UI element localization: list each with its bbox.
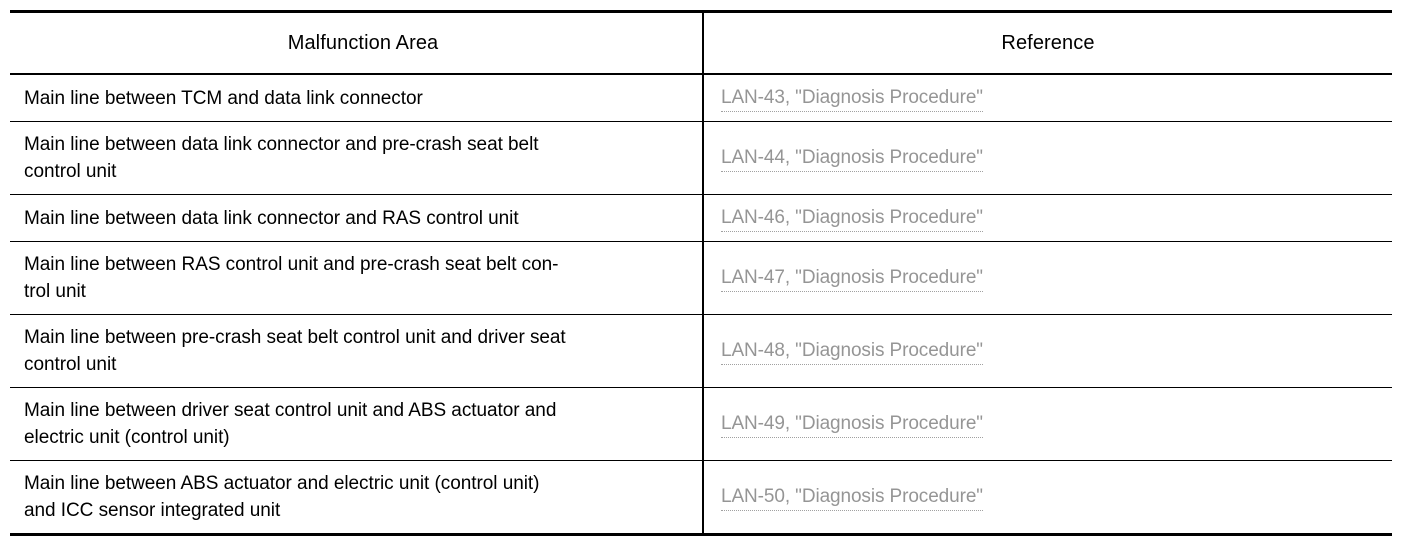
malfunction-area-text: Main line between data link connector an… <box>24 134 539 182</box>
malfunction-area-text: Main line between pre-crash seat belt co… <box>24 327 566 375</box>
malfunction-area-text: Main line between TCM and data link conn… <box>24 87 423 109</box>
malfunction-area-table-wrapper: Malfunction Area Reference Main line bet… <box>10 10 1392 536</box>
cell-malfunction-area: Main line between data link connector an… <box>10 121 704 195</box>
table-row: Main line between TCM and data link conn… <box>10 74 1392 122</box>
reference-link[interactable]: LAN-48, "Diagnosis Procedure" <box>721 339 983 365</box>
reference-link[interactable]: LAN-49, "Diagnosis Procedure" <box>721 412 983 438</box>
column-header-reference-label: Reference <box>1001 32 1095 54</box>
table-row: Main line between RAS control unit and p… <box>10 241 1392 315</box>
reference-link[interactable]: LAN-43, "Diagnosis Procedure" <box>721 86 983 112</box>
cell-malfunction-area: Main line between ABS actuator and elect… <box>10 460 704 536</box>
malfunction-area-text: Main line between driver seat control un… <box>24 400 557 448</box>
cell-malfunction-area: Main line between data link connector an… <box>10 194 704 242</box>
table-header: Malfunction Area Reference <box>10 10 1392 75</box>
column-header-reference: Reference <box>703 10 1392 75</box>
column-header-malfunction-area: Malfunction Area <box>10 10 704 75</box>
cell-reference: LAN-47, "Diagnosis Procedure" <box>703 241 1392 315</box>
malfunction-area-text: Main line between data link connector an… <box>24 207 519 229</box>
reference-link[interactable]: LAN-47, "Diagnosis Procedure" <box>721 266 983 292</box>
reference-link[interactable]: LAN-50, "Diagnosis Procedure" <box>721 485 983 511</box>
cell-reference: LAN-48, "Diagnosis Procedure" <box>703 314 1392 388</box>
table-row: Main line between driver seat control un… <box>10 387 1392 461</box>
table-row: Main line between data link connector an… <box>10 194 1392 242</box>
malfunction-area-text: Main line between ABS actuator and elect… <box>24 473 540 521</box>
cell-reference: LAN-50, "Diagnosis Procedure" <box>703 460 1392 536</box>
reference-link[interactable]: LAN-44, "Diagnosis Procedure" <box>721 146 983 172</box>
malfunction-area-text: Main line between RAS control unit and p… <box>24 254 559 302</box>
cell-malfunction-area: Main line between RAS control unit and p… <box>10 241 704 315</box>
cell-reference: LAN-49, "Diagnosis Procedure" <box>703 387 1392 461</box>
column-header-malfunction-area-label: Malfunction Area <box>287 32 439 54</box>
cell-reference: LAN-44, "Diagnosis Procedure" <box>703 121 1392 195</box>
table-row: Main line between ABS actuator and elect… <box>10 460 1392 536</box>
cell-malfunction-area: Main line between pre-crash seat belt co… <box>10 314 704 388</box>
table-row: Main line between data link connector an… <box>10 121 1392 195</box>
cell-reference: LAN-43, "Diagnosis Procedure" <box>703 74 1392 122</box>
cell-malfunction-area: Main line between TCM and data link conn… <box>10 74 704 122</box>
table-row: Main line between pre-crash seat belt co… <box>10 314 1392 388</box>
page-root: Malfunction Area Reference Main line bet… <box>10 10 1392 536</box>
malfunction-area-table: Malfunction Area Reference Main line bet… <box>10 10 1392 536</box>
cell-reference: LAN-46, "Diagnosis Procedure" <box>703 194 1392 242</box>
table-header-row: Malfunction Area Reference <box>10 10 1392 75</box>
reference-link[interactable]: LAN-46, "Diagnosis Procedure" <box>721 206 983 232</box>
table-body: Main line between TCM and data link conn… <box>10 74 1392 536</box>
cell-malfunction-area: Main line between driver seat control un… <box>10 387 704 461</box>
